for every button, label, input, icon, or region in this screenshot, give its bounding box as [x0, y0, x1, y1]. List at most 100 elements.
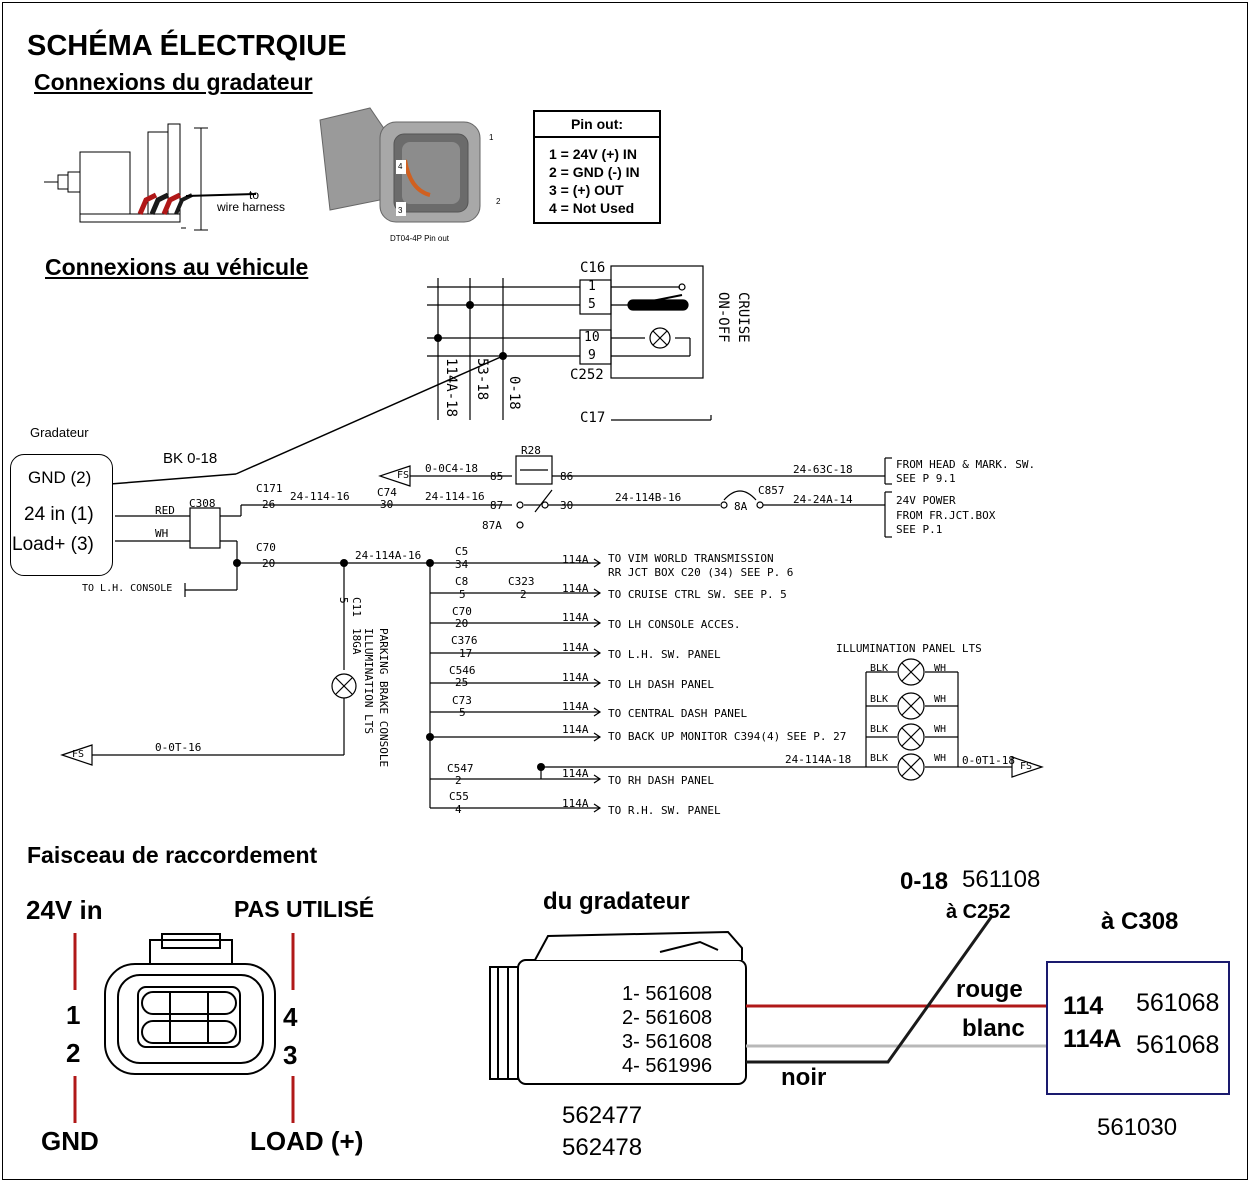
pinout-line: 1 = 24V (+) IN: [549, 146, 637, 162]
c70-label: C70: [256, 541, 276, 554]
fs-label: FS: [72, 749, 85, 760]
branch-wire: 114A: [562, 700, 589, 713]
wh-label: WH: [934, 694, 947, 705]
branch-wire: 114A: [562, 797, 589, 810]
c16-pin: 1: [588, 279, 596, 294]
wire-label: 0-0T-16: [155, 741, 202, 754]
harness-24v-in: 24V in: [26, 895, 103, 925]
label-to: to: [249, 188, 260, 202]
to-c308-label: à C308: [1101, 908, 1179, 935]
c308-box: [1046, 961, 1230, 1095]
c308-circuit: 114A: [1063, 1025, 1122, 1053]
blk-label: BLK: [870, 694, 889, 705]
c308-part: 561068: [1136, 1031, 1220, 1059]
terminal-line: 1- 561608: [622, 983, 713, 1005]
ga-label: 18GA: [350, 628, 363, 655]
c308-housing-part: 561030: [1097, 1114, 1178, 1141]
harness-from-dimmer: du gradateur: [543, 888, 690, 915]
branch-pin: 2: [455, 774, 462, 787]
branch-wire: 114A: [562, 671, 589, 684]
from-head-label: FROM HEAD & MARK. SW.: [896, 458, 1036, 471]
connector-pin-1: 1: [489, 133, 494, 142]
power-label: SEE P.1: [896, 523, 943, 536]
branch-dest: TO L.H. SW. PANEL: [608, 648, 721, 661]
to-c252-label: à C252: [946, 901, 1011, 923]
fs-label: FS: [1020, 761, 1033, 772]
branch-arrow: [593, 648, 602, 658]
r28-pin: 87: [490, 499, 504, 512]
gradateur-pin-gnd: GND (2): [28, 468, 92, 487]
harness-connector-front-icon: [104, 933, 276, 1075]
branch-dest: TO BACK UP MONITOR C394(4) SEE P. 27: [608, 730, 847, 743]
wh-wire-label: WH: [155, 527, 169, 540]
fuse-label: 8A: [734, 500, 748, 513]
c74-pin: 30: [380, 498, 394, 511]
connector-caption: DT04-4P Pin out: [390, 234, 449, 243]
r28-pin: 30: [560, 499, 574, 512]
pinout-title: Pin out:: [535, 112, 659, 138]
branch-conn: C546: [449, 664, 476, 677]
cruise-label: CRUISE: [735, 292, 751, 343]
c16-pin: 10: [584, 330, 600, 345]
wire-label: 0-0T1-18: [962, 754, 1015, 767]
parking-label: ILLUMINATION LTS: [362, 628, 375, 734]
branch-pin: 34: [455, 558, 469, 571]
harness-not-used: PAS UTILISÉ: [234, 896, 375, 922]
blanc-label: blanc: [962, 1015, 1025, 1042]
bus-label: 114A-18: [443, 358, 459, 418]
branch-arrow: [593, 558, 602, 568]
branch-wire: 114A: [562, 641, 589, 654]
wire-label: 24-114B-16: [615, 491, 682, 504]
harness-pin-4: 4: [283, 1002, 298, 1032]
section-dimmer-connections: Connexions du gradateur: [34, 69, 313, 95]
wire-label: 24-63C-18: [793, 463, 853, 476]
pinout-line: 2 = GND (-) IN: [549, 164, 640, 180]
branch-dest: TO CRUISE CTRL SW. SEE P. 5: [608, 588, 787, 601]
branch-pin: 25: [455, 676, 469, 689]
label-wire-harness: wire harness: [217, 200, 286, 214]
c11-pin: 5: [337, 597, 350, 604]
branch-dest: TO LH DASH PANEL: [608, 678, 714, 691]
wire-label: 24-114A-18: [785, 753, 852, 766]
harness-drawing: [73, 915, 1048, 1123]
wire-label: 24-114A-16: [355, 549, 422, 562]
harness-gnd: GND: [41, 1126, 99, 1156]
branch-arrow: [593, 732, 602, 742]
branch-conn: C70: [452, 605, 472, 618]
section-harness: Faisceau de raccordement: [27, 842, 318, 868]
blk-label: BLK: [870, 753, 889, 764]
c70-pin: 20: [262, 557, 276, 570]
branch-dest: TO LH CONSOLE ACCES.: [608, 618, 741, 631]
dimmer-side-view: [44, 123, 257, 231]
power-label: 24V POWER: [896, 494, 956, 507]
r28-pin: 87A: [482, 519, 502, 532]
branch-conn: C55: [449, 790, 469, 803]
branch-arrow: [593, 618, 602, 628]
terminal-line: 4- 561996: [622, 1055, 713, 1077]
branch-pin: 17: [459, 647, 473, 660]
bus-label: 53-18: [474, 358, 490, 401]
dt04-connector-icon: [319, 107, 481, 223]
wire-label: 24-114-16: [425, 490, 485, 503]
c16-label: C16: [580, 260, 606, 276]
harness-load: LOAD (+): [250, 1126, 364, 1156]
connector-pin-2: 2: [496, 197, 501, 206]
r28-label: R28: [521, 444, 541, 457]
branch-arrow: [593, 707, 602, 717]
branch-conn: C323: [508, 575, 535, 588]
branch-dest: TO CENTRAL DASH PANEL: [608, 707, 748, 720]
pinout-line: 3 = (+) OUT: [549, 182, 624, 198]
wire-label: 24-24A-14: [793, 493, 853, 506]
red-wire-label: RED: [155, 504, 175, 517]
branch-conn: C376: [451, 634, 478, 647]
gradateur-label: Gradateur: [30, 425, 89, 440]
c308-part: 561068: [1136, 989, 1220, 1017]
branch-pin: 5: [459, 588, 466, 601]
c11-label: C11: [350, 597, 363, 617]
branch-wire: 114A: [562, 767, 589, 780]
c308-circuit: 114: [1063, 992, 1104, 1020]
gradateur-pin-load: Load+ (3): [12, 534, 94, 555]
branch-arrow: [593, 774, 602, 784]
ground-wire-label: 0-18: [900, 868, 949, 895]
